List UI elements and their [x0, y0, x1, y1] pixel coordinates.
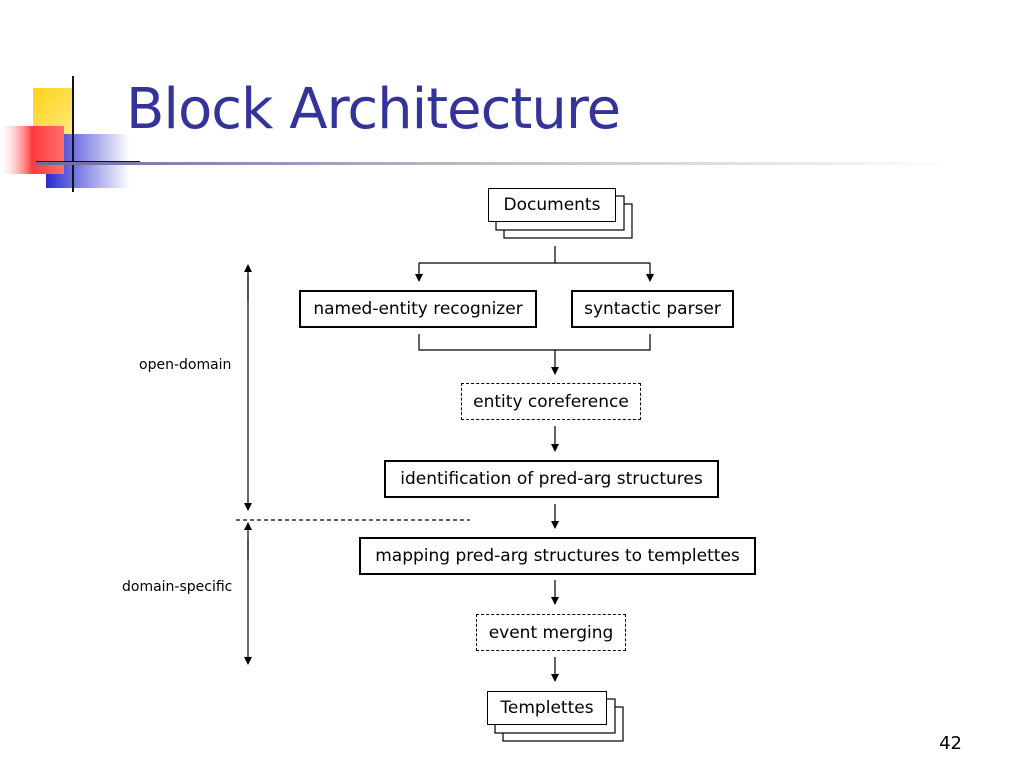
node-documents: Documents: [488, 188, 616, 222]
domain-specific-label: domain-specific: [122, 579, 233, 595]
slide-title: Block Architecture: [126, 77, 621, 142]
node-pred-arg-identification-label: identification of pred-arg structures: [400, 469, 703, 489]
node-named-entity-recognizer: named-entity recognizer: [299, 290, 537, 328]
node-mapping-to-templettes: mapping pred-arg structures to templette…: [359, 537, 756, 575]
open-domain-label: open-domain: [139, 357, 232, 373]
node-syntactic-parser: syntactic parser: [571, 290, 734, 328]
node-syntactic-parser-label: syntactic parser: [584, 299, 721, 319]
node-event-merging-label: event merging: [488, 622, 614, 643]
node-entity-coreference-label: entity coreference: [473, 391, 629, 412]
deco-red-square: [0, 126, 64, 174]
node-event-merging: event merging: [476, 614, 626, 651]
node-templettes: Templettes: [487, 691, 607, 725]
node-entity-coreference: entity coreference: [461, 383, 641, 420]
page-number: 42: [939, 733, 962, 754]
node-templettes-label: Templettes: [500, 698, 594, 718]
connector-merge-bracket: [418, 334, 651, 351]
title-underline: [36, 162, 956, 165]
node-mapping-to-templettes-label: mapping pred-arg structures to templette…: [375, 546, 740, 566]
node-named-entity-recognizer-label: named-entity recognizer: [313, 299, 523, 319]
node-pred-arg-identification: identification of pred-arg structures: [384, 460, 719, 498]
node-documents-label: Documents: [503, 195, 601, 215]
